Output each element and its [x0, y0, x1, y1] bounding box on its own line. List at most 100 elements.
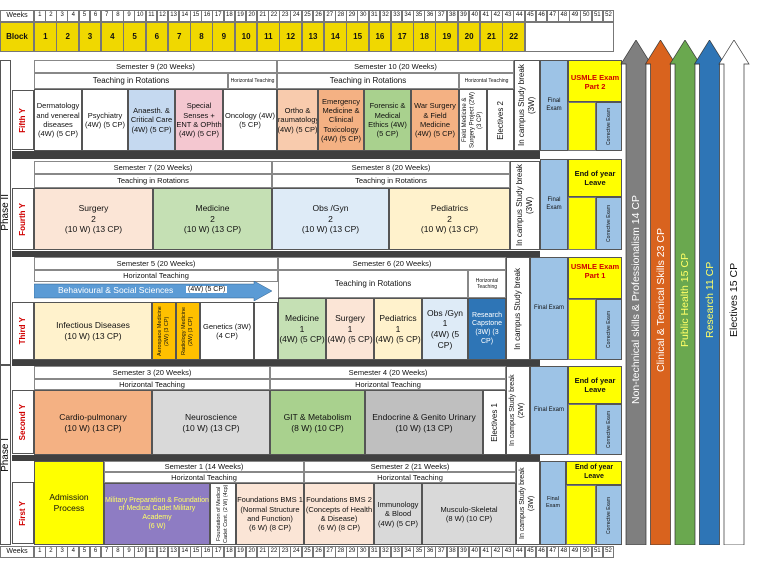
week-number: 18 [223, 10, 236, 22]
week-number: 41 [480, 10, 492, 22]
block-number: 13 [301, 22, 325, 52]
week-number: 1 [34, 10, 46, 22]
course-bms-2: Foundations BMS 2 (Concepts of Health & … [304, 483, 374, 545]
block-number: 20 [457, 22, 481, 52]
week-number: 23 [279, 546, 291, 558]
block-number: 4 [100, 22, 124, 52]
rotations-7: Teaching in Rotations [34, 174, 272, 188]
week-number: 1 [34, 546, 46, 558]
block-number: 10 [234, 22, 258, 52]
block-number: 8 [190, 22, 213, 52]
week-number: 20 [245, 10, 258, 22]
weeks-label: Weeks [0, 10, 34, 22]
block-number: 9 [212, 22, 236, 52]
horizontal-10: Horizontal Teaching [459, 73, 514, 89]
week-number: 27 [323, 10, 336, 22]
yellow-fill [568, 299, 596, 360]
block-number: 2 [56, 22, 80, 52]
block-number: 18 [413, 22, 436, 52]
week-number: 4 [67, 10, 80, 22]
block-row-rest [524, 22, 614, 52]
week-number: 12 [156, 10, 169, 22]
course-immunology: Immunology & Blood (4W) (5 CP) [374, 483, 422, 545]
week-number: 26 [312, 546, 325, 558]
block-label: Block [0, 22, 34, 52]
rotations-9: Teaching in Rotations [34, 73, 228, 89]
course-forensic: Forensic & Medical Ethics (4W) (5 CP) [364, 89, 411, 151]
corrective-exam-2: Corrective Exam [596, 404, 622, 455]
study-break-1: In campus Study break (3W) [516, 461, 540, 545]
course-oncology: Oncology (4W) (5 CP) [223, 89, 277, 151]
competency-arrow-label: Public Health 15 CP [679, 253, 691, 347]
final-exam-2: Final Exam [530, 366, 568, 455]
week-number: 9 [123, 546, 135, 558]
week-number: 51 [591, 10, 604, 22]
week-number: 40 [468, 10, 481, 22]
separator [12, 455, 540, 461]
week-number: 2 [45, 10, 57, 22]
week-number: 28 [335, 10, 347, 22]
week-number: 35 [413, 546, 425, 558]
week-number: 20 [245, 546, 258, 558]
final-exam-3: Final Exam [530, 257, 568, 360]
horizontal-2: Horizontal Teaching [304, 472, 516, 483]
week-number: 50 [580, 10, 592, 22]
week-number: 52 [602, 10, 615, 22]
semester-3-header: Semester 3 (20 Weeks) [34, 366, 270, 379]
week-number: 32 [379, 546, 392, 558]
competency-arrow [718, 40, 750, 545]
week-number: 51 [591, 546, 604, 558]
block-number: 5 [123, 22, 146, 52]
week-number: 42 [491, 10, 503, 22]
yellow-fill [568, 197, 596, 250]
week-number: 28 [335, 546, 347, 558]
week-number: 43 [502, 10, 514, 22]
week-number: 6 [89, 10, 102, 22]
behavioural-cp: (4W) (5 CP) [186, 286, 228, 293]
study-break-5: In campus Study break (3W) [514, 60, 540, 151]
end-of-year-4: End of year Leave [568, 159, 622, 197]
week-number: 11 [145, 546, 158, 558]
yellow-fill [568, 404, 596, 455]
behavioural-label: Behavioural & Social Sciences [58, 285, 174, 295]
week-number: 44 [513, 10, 526, 22]
week-number: 9 [123, 10, 135, 22]
final-exam-5: Final Exam [540, 60, 568, 151]
week-number: 27 [323, 546, 336, 558]
week-number: 6 [89, 546, 102, 558]
week-number: 25 [301, 10, 314, 22]
study-break-2: In campus Study break (2W) [506, 366, 530, 455]
final-exam-4: Final Exam [540, 159, 568, 250]
year-fifth: Fifth Y [12, 90, 34, 150]
week-number: 41 [480, 546, 492, 558]
rotations-6: Teaching in Rotations [278, 270, 468, 298]
corrective-exam-4: Corrective Exam [596, 197, 622, 250]
usmle-part-1: USMLE Exam Part 1 [568, 257, 622, 299]
week-number: 36 [424, 546, 436, 558]
course-special-senses: Special Senses + ENT & OPhth (4W) (5 CP) [175, 89, 223, 151]
block-number: 22 [502, 22, 526, 52]
week-number: 39 [457, 546, 470, 558]
yellow-fill [568, 102, 596, 151]
electives-2: Electives 2 [487, 89, 514, 151]
block-number: 15 [346, 22, 369, 52]
course-endocrine: Endocrine & Genito Urinary (10 W) (13 CP… [365, 390, 483, 455]
course-obsgyn-1: Obs /Gyn 1 (4W) (5 CP) [422, 298, 468, 360]
week-number: 36 [424, 10, 436, 22]
study-break-3: In campus Study break [506, 257, 530, 360]
week-number: 47 [546, 546, 559, 558]
week-number: 26 [312, 10, 325, 22]
week-number: 34 [401, 546, 414, 558]
horizontal-4: Horizontal Teaching [270, 379, 506, 390]
horizontal-6: Horizontal Teaching [468, 270, 506, 298]
usmle-part-2: USMLE Exam Part 2 [568, 60, 622, 102]
week-number: 43 [502, 546, 514, 558]
block-number: 19 [435, 22, 459, 52]
week-number: 4 [67, 546, 80, 558]
week-number: 24 [290, 546, 303, 558]
competency-arrow-label: Clinical & Tecnical Skills 23 CP [654, 228, 667, 372]
week-number: 17 [212, 546, 225, 558]
week-number: 15 [190, 546, 202, 558]
course-field-medicine: Field Medicine & Surgery Project (2W) (3… [459, 89, 487, 151]
week-number: 42 [491, 546, 503, 558]
